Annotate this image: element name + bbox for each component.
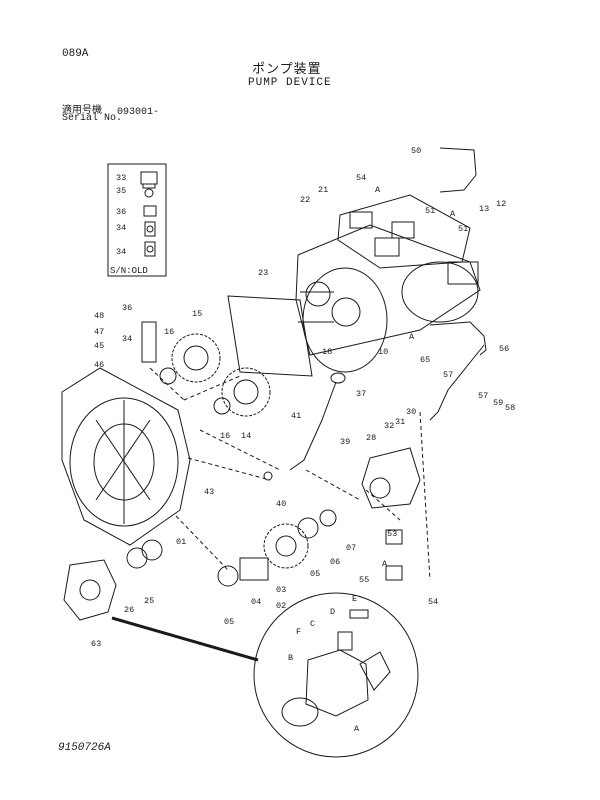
part-label: 63 (91, 639, 101, 649)
part-label: E (352, 594, 357, 604)
part-label: 21 (318, 185, 328, 195)
part-label: 34 (116, 223, 126, 233)
part-label: 23 (258, 268, 268, 278)
page-title-english: PUMP DEVICE (248, 77, 332, 89)
part-label: 04 (251, 597, 261, 607)
part-label: 12 (496, 199, 506, 209)
part-label: A (354, 724, 360, 734)
part-label: 36 (116, 207, 126, 217)
part-label: 15 (192, 309, 202, 319)
page-code: 089A (62, 48, 89, 60)
main-pump-assembly (295, 194, 481, 373)
part-label: 45 (94, 341, 104, 351)
pipe-50 (439, 147, 477, 193)
part-label: 14 (241, 431, 251, 441)
part-label: 43 (204, 487, 214, 497)
part-label: 59 (493, 398, 503, 408)
part-label: 32 (384, 421, 394, 431)
part-label: 47 (94, 327, 104, 337)
part-label: 03 (276, 585, 286, 595)
part-label: 37 (356, 389, 366, 399)
gear-pump (361, 447, 421, 581)
part-label: A (382, 559, 388, 569)
part-label: 22 (300, 195, 310, 205)
part-label: B (288, 653, 293, 663)
part-label: D (330, 607, 335, 617)
pump-housing (61, 367, 191, 546)
part-label: 56 (499, 344, 509, 354)
part-label: 57 (443, 370, 453, 380)
gauge-ring (330, 372, 346, 384)
page-title-japanese: ポンプ装置 (252, 62, 322, 77)
part-label: 40 (276, 499, 286, 509)
part-label: 55 (359, 575, 369, 585)
part-label: 54 (428, 597, 438, 607)
part-label: 39 (340, 437, 350, 447)
part-label: 53 (387, 529, 397, 539)
part-label: 02 (276, 601, 286, 611)
part-label: 10 (378, 347, 388, 357)
part-label: 18 (322, 347, 332, 357)
part-label: A (450, 209, 456, 219)
part-label: 05 (310, 569, 320, 579)
gasket (227, 295, 313, 377)
part-label: 51 (458, 224, 468, 234)
clip-40 (263, 471, 273, 481)
part-label: 35 (116, 186, 126, 196)
gear-set (126, 321, 337, 587)
part-label: 50 (411, 146, 421, 156)
serial-label-japanese: 適用号機 (62, 105, 102, 116)
serial-number-value: 093001- (117, 107, 160, 118)
inset-box-frame (107, 163, 167, 277)
pipe-56 (429, 321, 487, 421)
part-label: F (296, 627, 301, 637)
part-label: 65 (420, 355, 430, 365)
part-label: 51 (425, 206, 435, 216)
part-label: 16 (220, 431, 230, 441)
drawing-number: 9150726A (58, 742, 111, 754)
part-label: A (409, 332, 415, 342)
part-label: 33 (116, 173, 126, 183)
inset-parts (140, 171, 158, 257)
detail-circle (253, 592, 419, 758)
assembly-lines (149, 367, 431, 581)
part-label: 46 (94, 360, 104, 370)
part-label: C (310, 619, 315, 629)
part-label: 34 (116, 247, 126, 257)
part-label: 36 (122, 303, 132, 313)
part-label: 30 (406, 407, 416, 417)
inset-box-label: S/N:OLD (110, 266, 148, 276)
coupling (63, 559, 117, 621)
part-label: 05 (224, 617, 234, 627)
part-label: 58 (505, 403, 515, 413)
part-label: A (375, 185, 381, 195)
detail-leader-line (111, 616, 259, 662)
part-label: 13 (479, 204, 489, 214)
part-label: 54 (356, 173, 366, 183)
part-label: 31 (395, 417, 405, 427)
level-gauge (289, 381, 337, 471)
part-label: 48 (94, 311, 104, 321)
part-label: 57 (478, 391, 488, 401)
part-label: 01 (176, 537, 186, 547)
part-label: 34 (122, 334, 132, 344)
serial-label-english: Serial No. (62, 113, 123, 124)
part-label: 41 (291, 411, 301, 421)
part-label: 06 (330, 557, 340, 567)
part-label: 26 (124, 605, 134, 615)
part-label: 07 (346, 543, 356, 553)
part-label: 16 (164, 327, 174, 337)
part-label: 25 (144, 596, 154, 606)
part-label: 28 (366, 433, 376, 443)
